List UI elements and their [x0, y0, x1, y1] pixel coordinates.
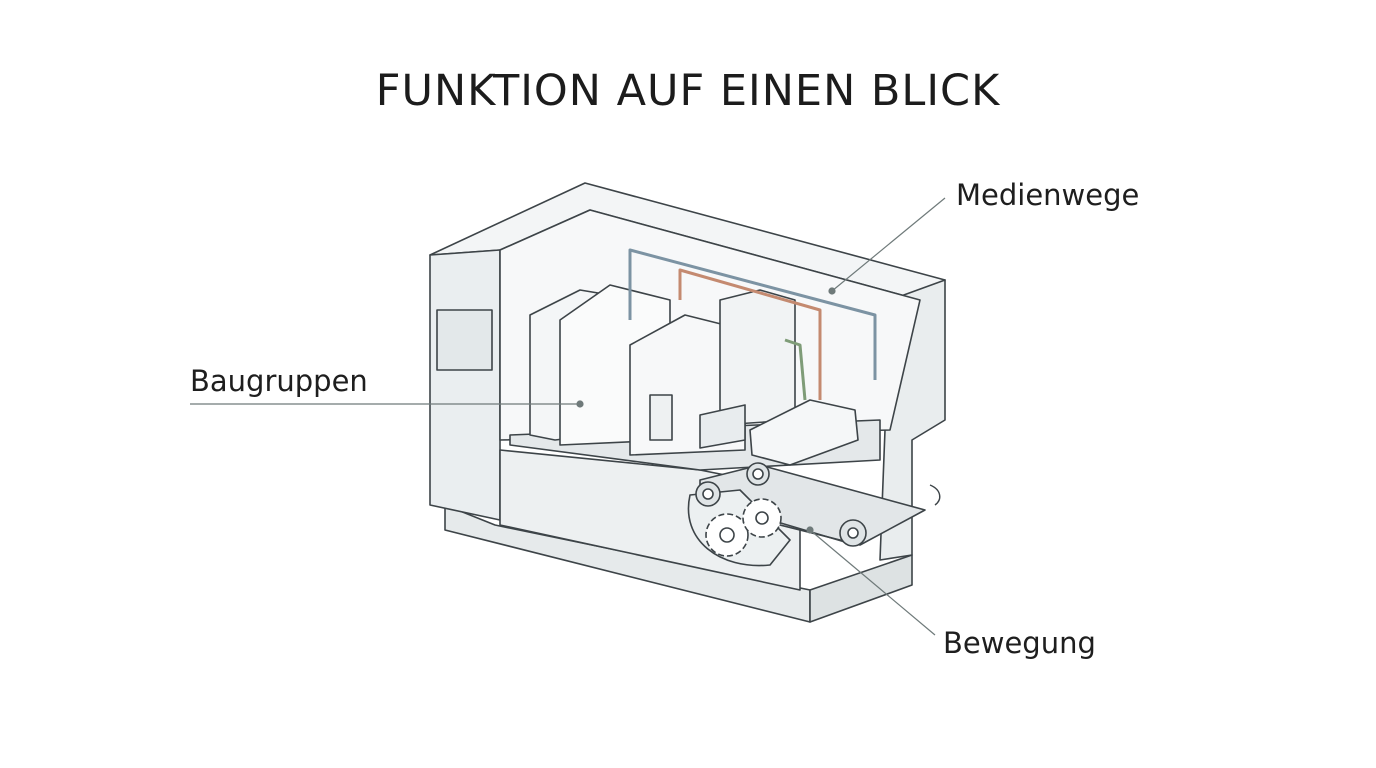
pipe-blue	[628, 248, 877, 380]
leader-bewegung	[809, 529, 936, 636]
module-block-back	[719, 289, 796, 426]
label-bewegung: Bewegung	[943, 626, 1096, 660]
base-front	[809, 554, 913, 623]
left-panel-window	[436, 309, 493, 371]
rotation-arrow-icon	[929, 484, 941, 506]
pipe-green	[784, 338, 807, 401]
label-baugruppen: Baugruppen	[190, 364, 368, 398]
tool-head	[749, 399, 859, 466]
diagram-title: FUNKTION AUF EINEN BLICK	[375, 66, 1001, 116]
module-tray	[699, 404, 746, 449]
module-window	[649, 394, 673, 441]
label-medienwege: Medienwege	[956, 178, 1140, 212]
pipe-copper	[678, 268, 822, 400]
housing-left-side	[429, 249, 501, 521]
leader-medienwege	[831, 197, 946, 292]
